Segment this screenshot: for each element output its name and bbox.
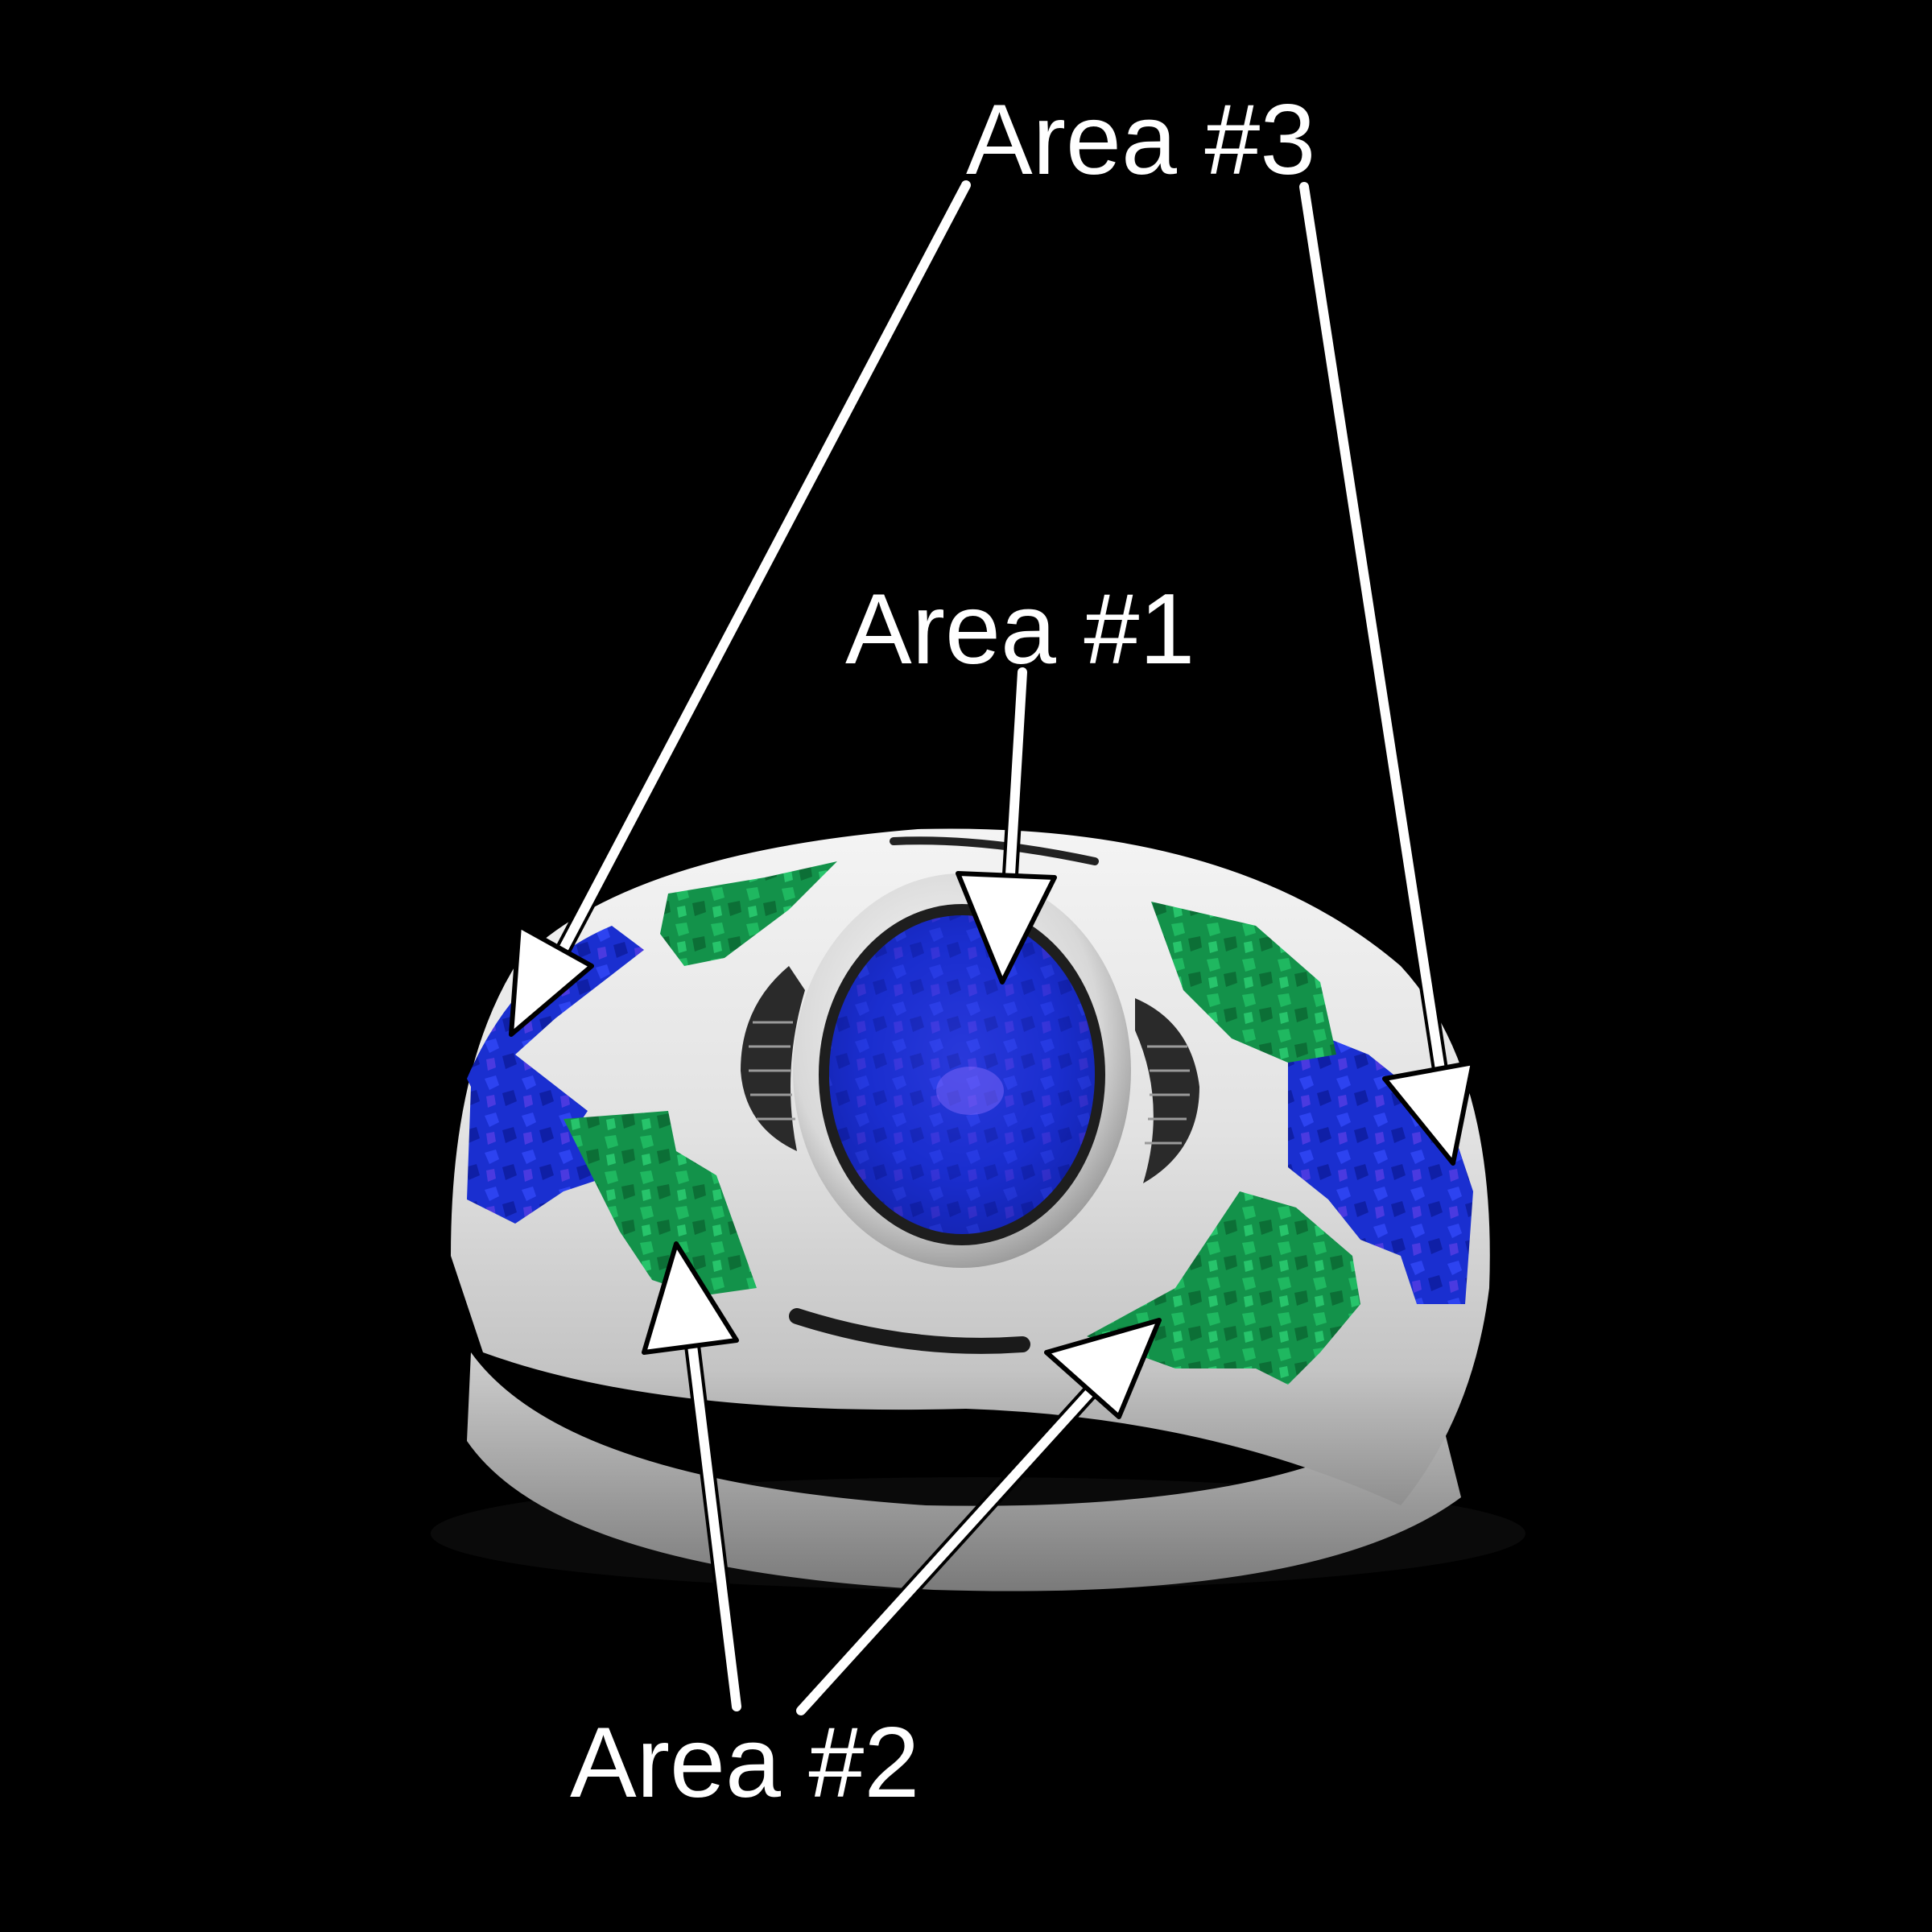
label-area-1: Area #1 (845, 574, 1195, 685)
etched-ornament-right (1135, 998, 1199, 1183)
arrowhead-area2-right (1044, 1318, 1162, 1419)
arrow-area3-right (1299, 182, 1454, 1132)
label-area-3: Area #3 (966, 85, 1316, 196)
engraved-slot-bottom (789, 1308, 1030, 1354)
stone-highlight (936, 1067, 1004, 1115)
inlay-green-upper-left (660, 861, 837, 966)
arrowhead-area2-left (642, 1241, 739, 1355)
arrow-area2-left (679, 1275, 741, 1711)
etched-lines (749, 1021, 1190, 1145)
inlay-band-right (1288, 1022, 1473, 1304)
arrow-area2-right (796, 1356, 1124, 1715)
arrowhead-area3-right (1382, 1060, 1476, 1166)
arrowhead-area3-left (509, 923, 594, 1037)
inlay-green-lower-left (564, 1111, 757, 1296)
arrow-area3-left (530, 180, 971, 1007)
center-stone-texture (829, 915, 1095, 1234)
annotation-arrows (527, 177, 1457, 1719)
inlay-green-upper-right (1151, 902, 1336, 1063)
inlay-green-lower-right (1087, 1191, 1360, 1385)
engraved-slot-top (890, 836, 1099, 865)
label-area-2: Area #2 (570, 1707, 920, 1818)
arrowhead-area1 (956, 871, 1057, 985)
arrowheads (509, 871, 1476, 1419)
etched-ornament-left (741, 966, 805, 1151)
